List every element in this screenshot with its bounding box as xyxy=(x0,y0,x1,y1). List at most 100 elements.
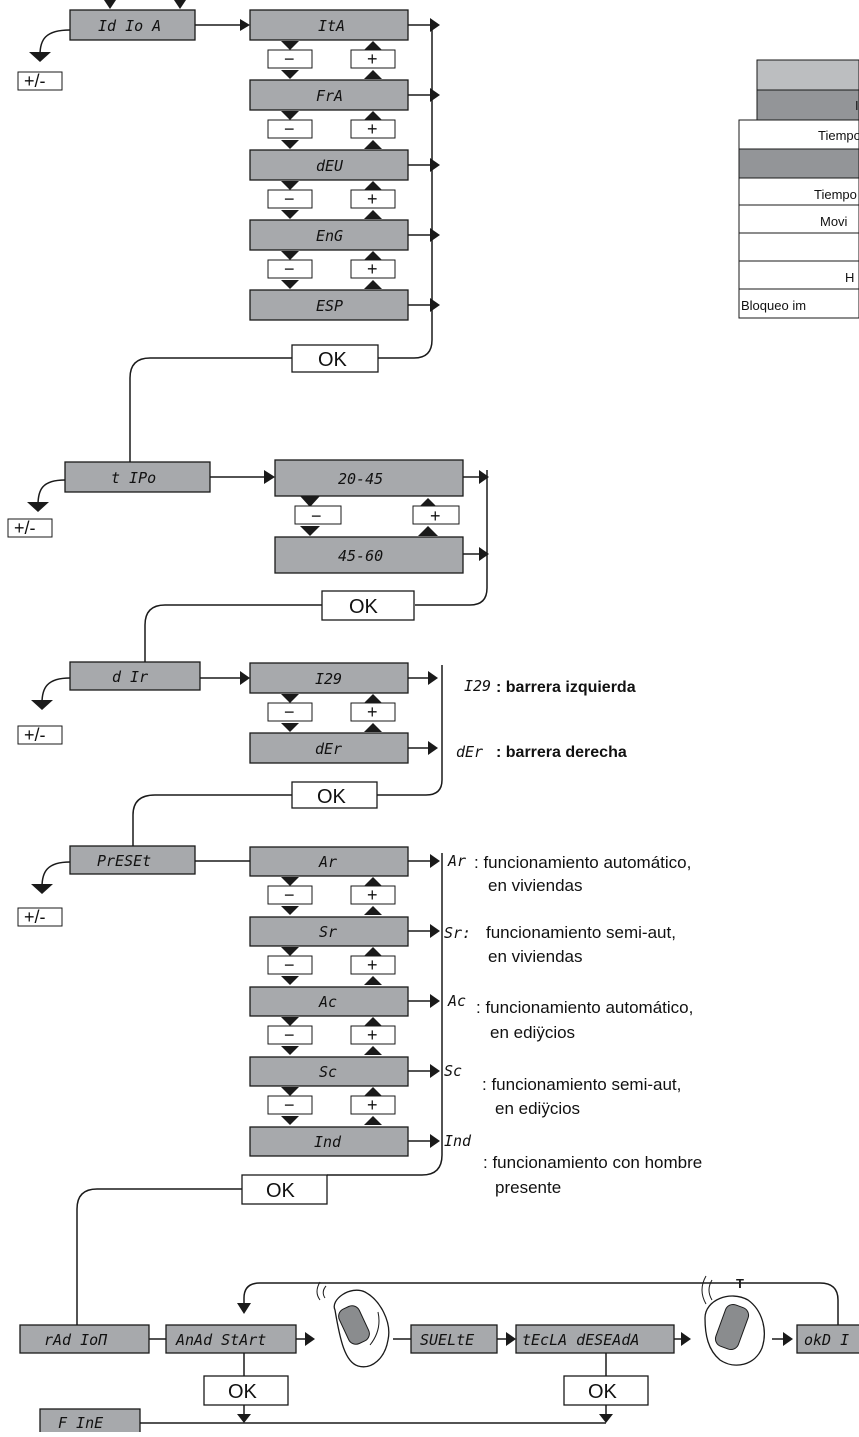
minus-button[interactable] xyxy=(267,189,313,209)
plus-minus-button[interactable] xyxy=(7,518,53,538)
idioma-option-ita[interactable] xyxy=(249,9,409,41)
minus-label: − xyxy=(284,189,295,209)
ok-button[interactable] xyxy=(321,590,415,621)
ok-button[interactable] xyxy=(563,1375,649,1406)
plus-minus-label: +/- xyxy=(24,907,46,927)
arrow-right-icon xyxy=(428,671,438,685)
arrow-down-icon xyxy=(281,210,299,219)
idioma-option-eng[interactable] xyxy=(249,219,409,251)
preset-option-sc[interactable] xyxy=(249,1056,409,1087)
minus-button[interactable] xyxy=(267,259,313,279)
plus-label: + xyxy=(367,702,378,722)
preset-option-ac[interactable] xyxy=(249,986,409,1017)
arrow-down-icon xyxy=(281,1087,299,1096)
arrow-up-icon xyxy=(364,694,382,703)
minus-button[interactable] xyxy=(267,1095,313,1115)
minus-button[interactable] xyxy=(267,119,313,139)
preset-note-line2: en viviendas xyxy=(488,947,583,966)
preset-note-line1: : funcionamiento automático, xyxy=(474,853,691,872)
plus-button[interactable] xyxy=(350,1025,396,1045)
arrow-right-icon xyxy=(240,671,250,685)
dir-note-text: : barrera izquierda xyxy=(496,679,636,696)
tipo-option-20-45[interactable] xyxy=(274,459,464,497)
plus-button[interactable] xyxy=(350,955,396,975)
dir-option-derecha[interactable] xyxy=(249,732,409,764)
minus-button[interactable] xyxy=(267,1025,313,1045)
dir-display xyxy=(69,661,201,691)
idioma-option-fra[interactable] xyxy=(249,79,409,111)
ok-button[interactable] xyxy=(291,344,379,373)
section-dir: d Ir +/- I29 dEr −+ I29 : barrera izquie… xyxy=(17,661,636,846)
dir-label: d Ir xyxy=(112,668,148,686)
preset-note-line1: : funcionamiento con hombre xyxy=(483,1153,702,1172)
preset-note-line2: en viviendas xyxy=(488,876,583,895)
section-preset: PrESEt +/- Ar Sr Ac Sc Ind −+−+−+−+ Ar :… xyxy=(17,845,702,1325)
radio-step-ok01[interactable] xyxy=(796,1324,859,1354)
plus-minus-label: +/- xyxy=(14,518,36,538)
arrow-up-icon xyxy=(364,1116,382,1125)
dir-option-label: I29 xyxy=(315,670,342,688)
arrow-right-icon xyxy=(430,924,440,938)
plus-minus-label: +/- xyxy=(24,71,46,91)
minus-button[interactable] xyxy=(267,49,313,69)
idioma-option-deu[interactable] xyxy=(249,149,409,181)
arrow-down-icon xyxy=(237,1303,251,1314)
preset-note-line2: presente xyxy=(495,1178,561,1197)
plus-minus-button[interactable] xyxy=(17,907,63,927)
tipo-option-45-60[interactable] xyxy=(274,536,464,574)
back-arrow-icon xyxy=(29,52,51,62)
preset-note-code: Ac xyxy=(447,992,466,1010)
plus-button[interactable] xyxy=(350,259,396,279)
minus-button[interactable] xyxy=(294,505,342,525)
ok-label: OK xyxy=(317,786,347,808)
arrow-up-icon xyxy=(364,210,382,219)
arrow-right-icon xyxy=(264,470,275,484)
preset-note-code: Ar xyxy=(447,852,466,870)
preset-note-line2: en ediÿcios xyxy=(495,1099,580,1118)
idioma-option-label: FrA xyxy=(316,87,343,105)
plus-button[interactable] xyxy=(350,885,396,905)
arrow-up-icon xyxy=(364,723,382,732)
minus-button[interactable] xyxy=(267,885,313,905)
preset-option-sr[interactable] xyxy=(249,916,409,947)
minus-button[interactable] xyxy=(267,702,313,722)
arrow-down-icon xyxy=(281,111,299,120)
plus-button[interactable] xyxy=(350,189,396,209)
arrow-up-icon xyxy=(364,906,382,915)
preset-option-ind[interactable] xyxy=(249,1126,409,1157)
side-table: I Tiempo Tiempo Movi H Bloqueo im xyxy=(738,59,859,319)
plus-button[interactable] xyxy=(350,119,396,139)
arrow-down-icon xyxy=(281,1046,299,1055)
arrow-up-icon xyxy=(364,877,382,886)
arrow-right-icon xyxy=(506,1332,516,1346)
ok-button[interactable] xyxy=(291,781,378,809)
plus-button[interactable] xyxy=(350,1095,396,1115)
dir-option-izquierda[interactable] xyxy=(249,662,409,694)
plus-minus-button[interactable] xyxy=(17,71,63,91)
minus-button[interactable] xyxy=(267,955,313,975)
idioma-option-esp[interactable] xyxy=(249,289,409,321)
plus-label: + xyxy=(367,885,378,905)
arrow-down-icon xyxy=(300,496,320,507)
remote-press-icon xyxy=(316,1281,390,1368)
minus-label: − xyxy=(284,49,295,69)
preset-note-code: Sc xyxy=(444,1062,462,1080)
arrow-down-icon xyxy=(281,70,299,79)
table-row-2: Tiempo xyxy=(818,128,859,143)
plus-minus-button[interactable] xyxy=(17,725,63,745)
section-fine: F InE xyxy=(39,1408,141,1436)
ok-button[interactable] xyxy=(241,1174,328,1205)
arrow-down-icon xyxy=(281,41,299,50)
arrow-down-icon xyxy=(281,723,299,732)
minus-label: − xyxy=(284,885,295,905)
arrow-down-icon xyxy=(281,694,299,703)
plus-button[interactable] xyxy=(412,505,460,525)
plus-button[interactable] xyxy=(350,702,396,722)
radio-step-label: AnAd StArt xyxy=(175,1331,266,1349)
ok-button[interactable] xyxy=(203,1375,289,1406)
plus-button[interactable] xyxy=(350,49,396,69)
ok-label: OK xyxy=(318,349,348,371)
radio-step-anad-start[interactable] xyxy=(165,1324,297,1354)
radio-label: rAd IoП xyxy=(44,1331,108,1349)
